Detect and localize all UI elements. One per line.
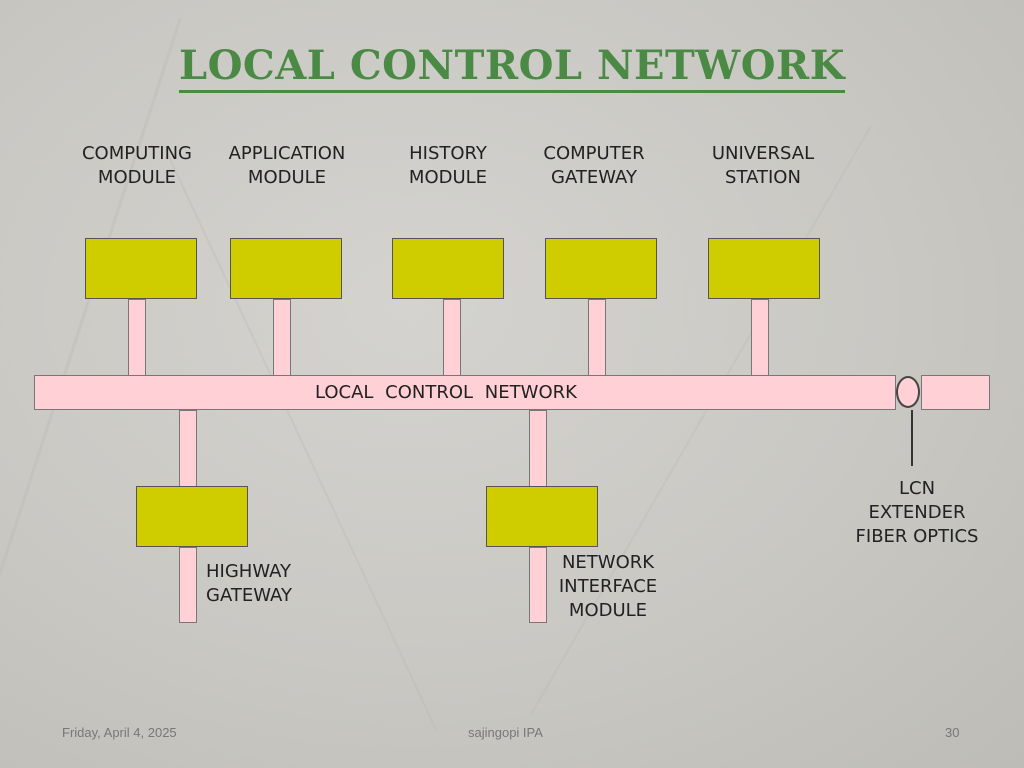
footer-date: Friday, April 4, 2025 — [62, 725, 177, 740]
local-control-network-bus: LOCAL CONTROL NETWORK — [34, 375, 896, 410]
highway-gateway-tail — [179, 547, 197, 623]
nim-connector — [529, 410, 547, 488]
application-module-box — [230, 238, 342, 299]
universal-station-box — [708, 238, 820, 299]
bus-label: LOCAL CONTROL NETWORK — [315, 382, 577, 403]
highway-gateway-connector — [179, 410, 197, 488]
fiber-optic-coupler — [896, 376, 920, 408]
nim-tail — [529, 547, 547, 623]
computing-module-box — [85, 238, 197, 299]
slide-title: LOCAL CONTROL NETWORK — [0, 42, 1024, 93]
application-module-connector — [273, 299, 291, 377]
footer-page-number: 30 — [945, 725, 960, 740]
history-module-box — [392, 238, 504, 299]
footer-author: sajingopi IPA — [468, 725, 543, 740]
computer-gateway-connector — [588, 299, 606, 377]
computer-gateway-box — [545, 238, 657, 299]
lcn-extension-segment — [921, 375, 990, 410]
universal-station-connector — [751, 299, 769, 377]
history-module-connector — [443, 299, 461, 377]
highway-gateway-box — [136, 486, 248, 547]
extender-lead-line — [911, 410, 913, 466]
network-interface-module-box — [486, 486, 598, 547]
computing-module-connector — [128, 299, 146, 377]
